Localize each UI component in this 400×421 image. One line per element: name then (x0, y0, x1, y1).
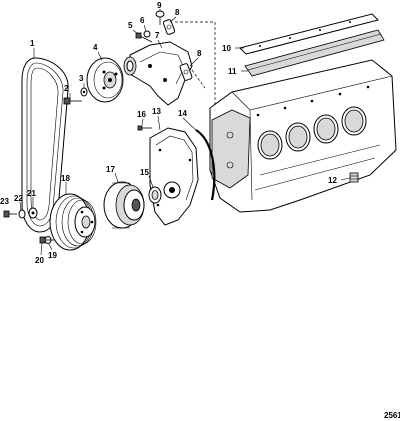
callout-3: 3 (79, 74, 84, 83)
bolt-20 (39, 236, 55, 244)
callout-19: 19 (48, 251, 57, 260)
bolt-16 (137, 125, 152, 131)
gasket-8-upper (162, 19, 176, 35)
callout-15: 15 (140, 168, 149, 177)
drive-belt (21, 57, 69, 233)
water-pump (123, 41, 193, 106)
callout-10: 10 (222, 44, 231, 53)
washer-21 (28, 207, 38, 219)
callout-20: 20 (35, 256, 44, 265)
reference-number: 2561 (384, 411, 400, 420)
callout-8a: 8 (175, 8, 180, 17)
bolt-5 (135, 32, 153, 43)
leader-lines (19, 9, 351, 256)
rail-11 (244, 29, 385, 77)
gasket-8-lower (179, 63, 193, 81)
callout-22: 22 (14, 194, 23, 203)
washer-6 (143, 30, 151, 38)
callout-11: 11 (228, 67, 237, 76)
stud-9 (155, 10, 165, 25)
callout-21: 21 (27, 189, 36, 198)
callout-2: 2 (64, 84, 69, 93)
crankshaft-pulley (49, 193, 97, 251)
callout-12: 12 (328, 176, 337, 185)
callout-labels: 1 2 3 4 5 6 7 8 8 9 10 11 12 13 14 15 16… (0, 1, 337, 265)
callout-8b: 8 (197, 49, 202, 58)
callout-1: 1 (30, 39, 35, 48)
callout-23: 23 (0, 197, 9, 206)
callout-9: 9 (157, 1, 162, 10)
callout-14: 14 (178, 109, 187, 118)
callout-13: 13 (152, 107, 161, 116)
dashed-alignment-lines (175, 21, 216, 108)
callout-4: 4 (93, 43, 98, 52)
water-pump-pulley (86, 57, 124, 103)
cover-gasket-14 (195, 129, 216, 201)
bolt-2 (63, 97, 82, 105)
callout-7: 7 (155, 31, 160, 40)
seal-15 (148, 186, 162, 204)
bolt-23 (3, 210, 17, 218)
callout-6: 6 (140, 16, 145, 25)
callout-17: 17 (106, 165, 115, 174)
callout-5: 5 (128, 21, 133, 30)
gasket-10 (239, 13, 379, 55)
timing-cover (149, 127, 199, 226)
washer-22 (18, 209, 26, 219)
callout-16: 16 (137, 110, 146, 119)
callout-18: 18 (61, 174, 70, 183)
harmonic-balancer (103, 181, 145, 229)
engine-block (209, 59, 397, 213)
washer-3 (80, 87, 88, 97)
plug-12 (349, 172, 359, 183)
